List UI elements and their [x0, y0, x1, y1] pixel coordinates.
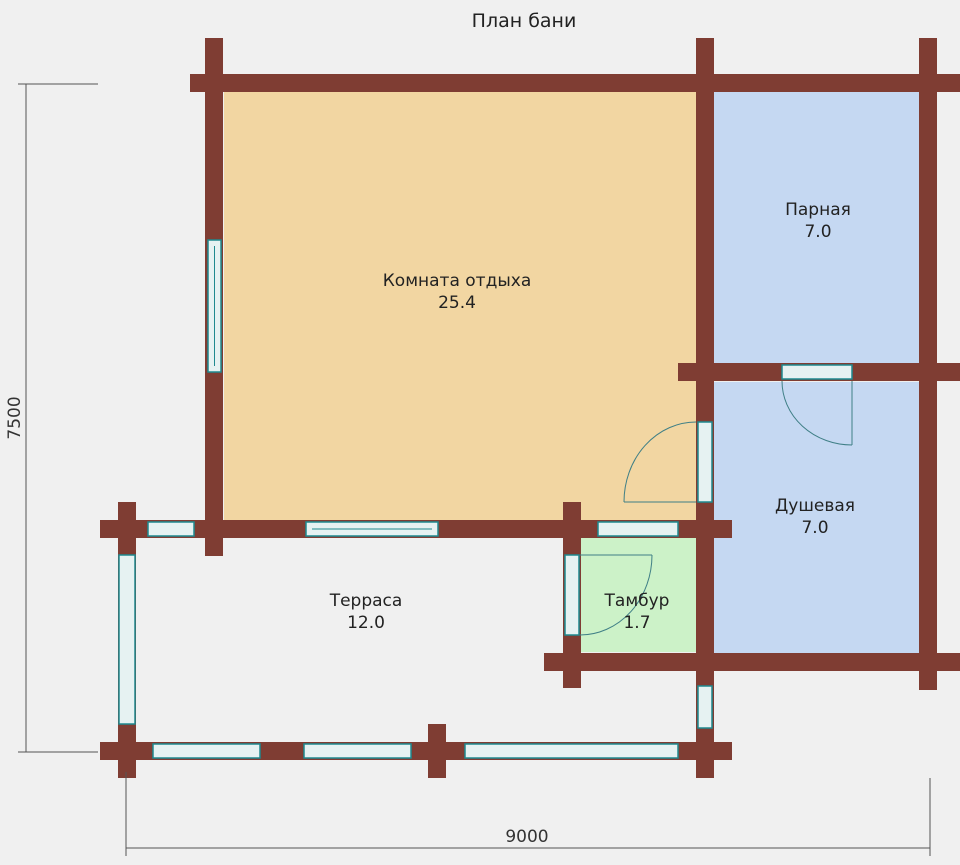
room-label-shower: Душевая 7.0 [765, 495, 865, 539]
door-swing-rest [623, 421, 697, 503]
door-swing-shower [781, 380, 853, 446]
windows [118, 239, 853, 759]
door-swings [579, 380, 853, 636]
room-area: 7.0 [801, 518, 829, 538]
room-area: 12.0 [347, 613, 385, 633]
plan-title: План бани [471, 10, 577, 32]
door-opening-vestibule-left [564, 554, 580, 636]
room-label-steam: Парная 7.0 [768, 199, 868, 243]
door-opening-shower [781, 364, 853, 380]
window-terrace-bottom-1 [152, 743, 261, 759]
room-area: 7.0 [804, 222, 832, 242]
room-fill-rest [224, 92, 698, 520]
door-swing-vestibule [579, 554, 653, 636]
room-fill-steam [714, 92, 920, 363]
room-label-vestibule: Тамбур 1.7 [587, 590, 687, 634]
dimension-lines [18, 83, 931, 856]
window-terrace-right [697, 685, 713, 729]
window-terrace-left [118, 554, 136, 725]
room-label-rest: Комната отдыха 25.4 [357, 270, 557, 314]
room-area: 1.7 [623, 613, 651, 633]
room-name: Комната отдыха [382, 271, 532, 291]
dimension-width-label: 9000 [505, 827, 548, 847]
window-terrace-bottom-3 [464, 743, 679, 759]
room-fill-shower [714, 382, 920, 653]
room-name: Душевая [774, 496, 856, 516]
room-fill-vestibule [580, 538, 698, 652]
room-label-terrace: Терраса 12.0 [316, 590, 416, 634]
room-area: 25.4 [438, 293, 476, 313]
room-name: Парная [785, 200, 851, 220]
window-terrace-top-left [147, 521, 195, 537]
door-opening-rest [697, 421, 713, 503]
room-name: Тамбур [604, 591, 670, 611]
room-name: Терраса [329, 591, 403, 611]
dimension-height-label: 7500 [5, 396, 25, 439]
door-opening-vestibule-top [597, 521, 679, 537]
window-terrace-bottom-2 [303, 743, 412, 759]
